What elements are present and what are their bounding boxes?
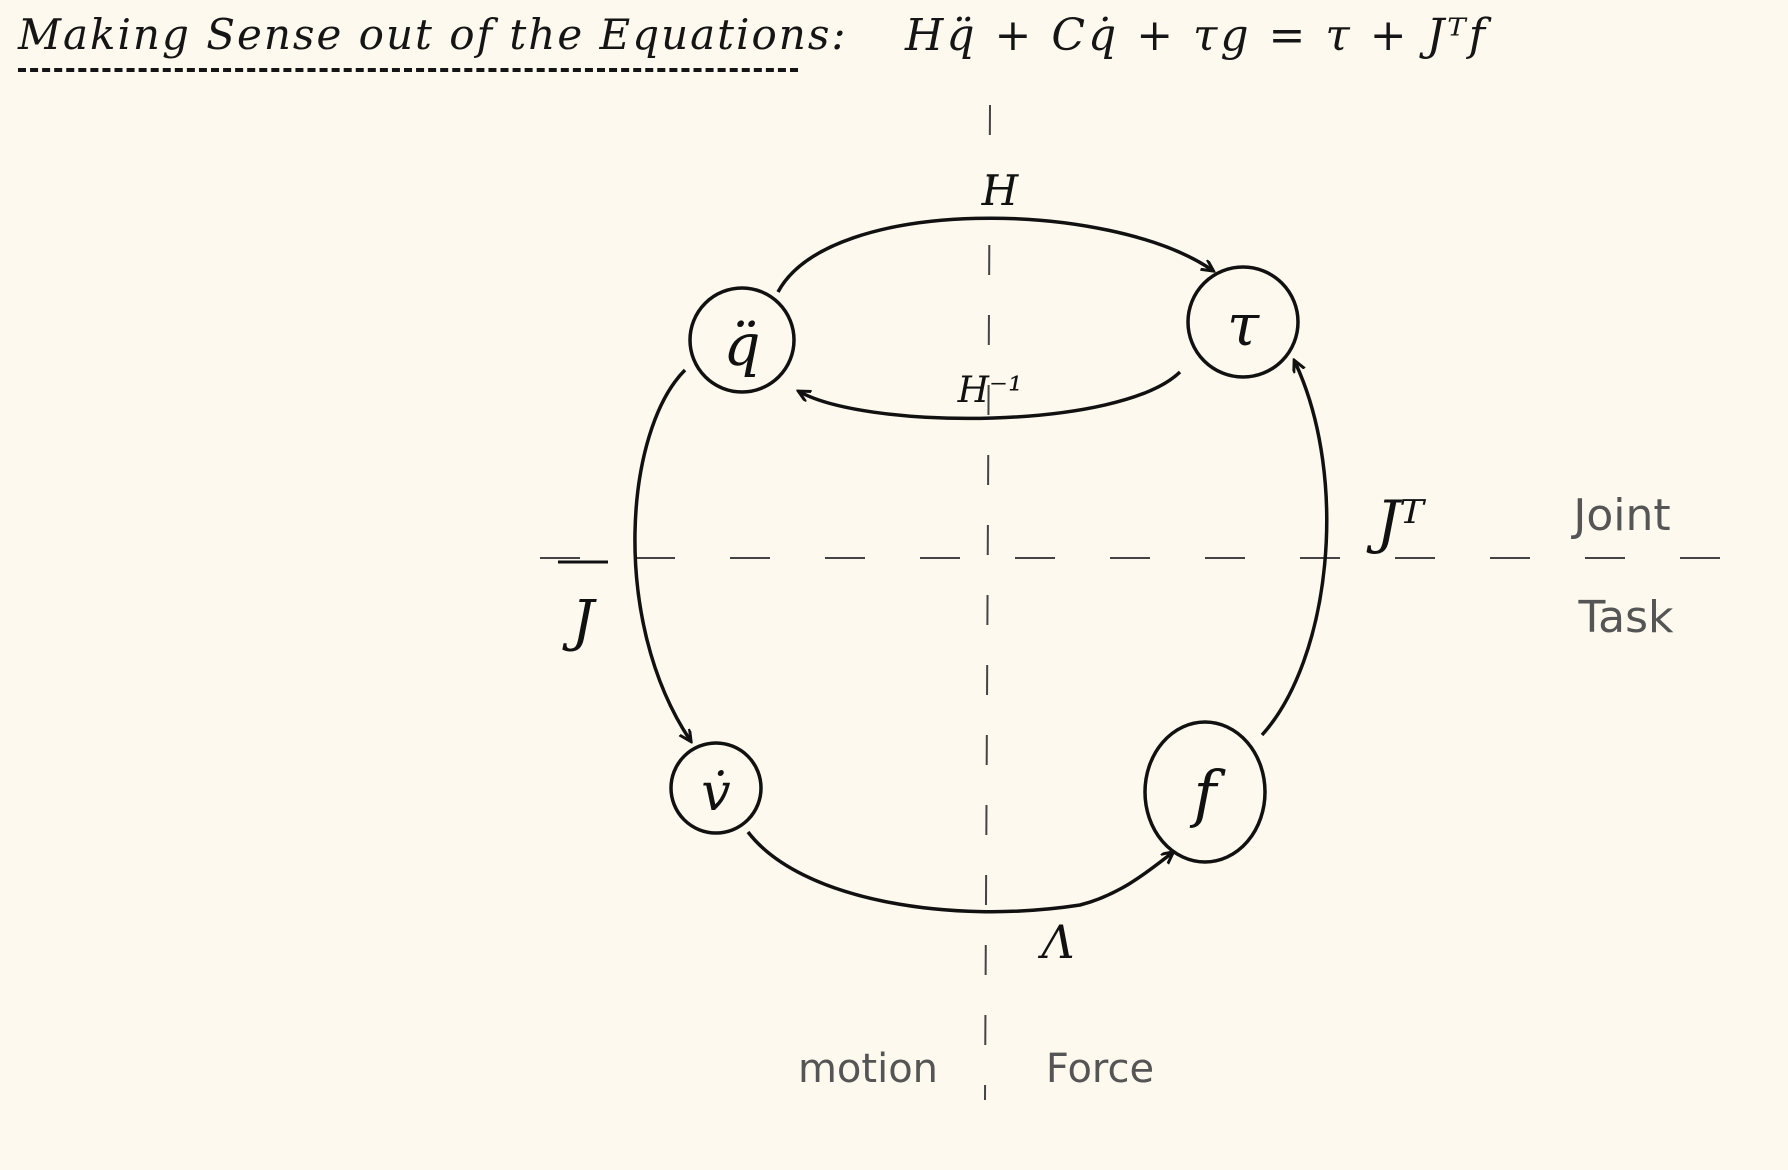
edge-label-Lambda: Λ [1037, 915, 1074, 969]
region-label-joint: Joint [1570, 490, 1670, 541]
node-tau [1186, 265, 1300, 379]
node-f [1143, 720, 1267, 864]
node-vdot [669, 741, 763, 835]
edge-label-J-transpose: Jᵀ [1366, 488, 1426, 556]
vertical-divider [984, 104, 991, 1101]
edge-H-inverse [800, 370, 1182, 421]
node-qdd [688, 286, 796, 394]
region-label-force: Force [1046, 1046, 1154, 1092]
edge-label-J: J [562, 589, 598, 654]
edge-label-H: H [981, 166, 1020, 215]
edge-J-transpose [1260, 362, 1329, 737]
edge-H [776, 216, 1212, 293]
region-label-motion: motion [798, 1046, 938, 1092]
page-title: Making Sense out of the Equations: [18, 10, 848, 59]
node-tau-label: τ [1227, 291, 1260, 359]
edge-label-H-inverse: H⁻¹ [957, 370, 1023, 411]
node-vdot-label: v̇ [701, 763, 730, 823]
edge-J [633, 368, 690, 740]
edge-Lambda [746, 830, 1172, 914]
title-underline [18, 68, 798, 72]
region-label-task: Task [1578, 592, 1674, 643]
node-qdd-label: q̈ [723, 311, 760, 379]
equation: Hq̈ + Cq̇ + τg = τ + Jᵀf [905, 10, 1488, 61]
